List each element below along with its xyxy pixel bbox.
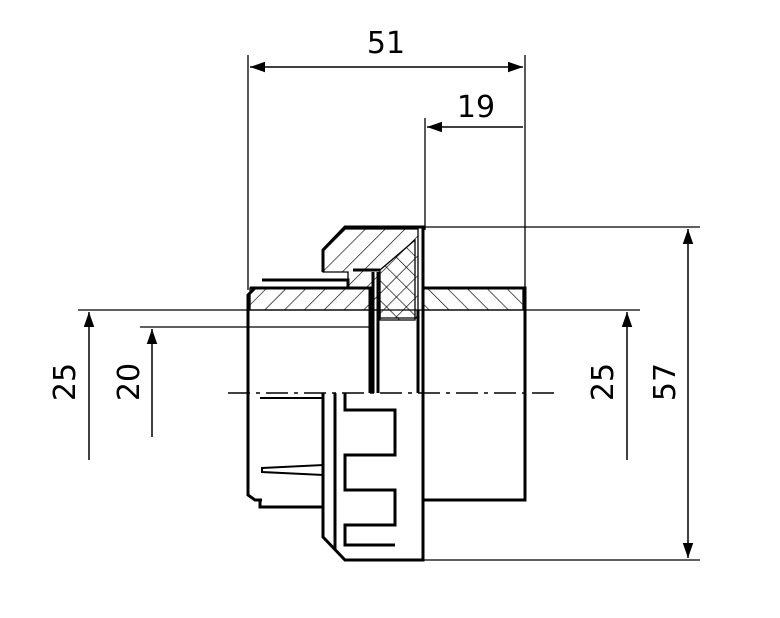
dim-right-bore: 25 <box>586 363 621 401</box>
dim-nut-diameter: 57 <box>648 363 683 401</box>
dim-overall-length: 51 <box>367 26 405 61</box>
dim-right-body-length: 19 <box>457 90 495 125</box>
hatched-sections <box>249 228 524 321</box>
dim-left-bore-inner: 20 <box>112 363 147 401</box>
dim-left-bore-outer: 25 <box>48 363 83 401</box>
dimension-lines <box>83 61 694 558</box>
